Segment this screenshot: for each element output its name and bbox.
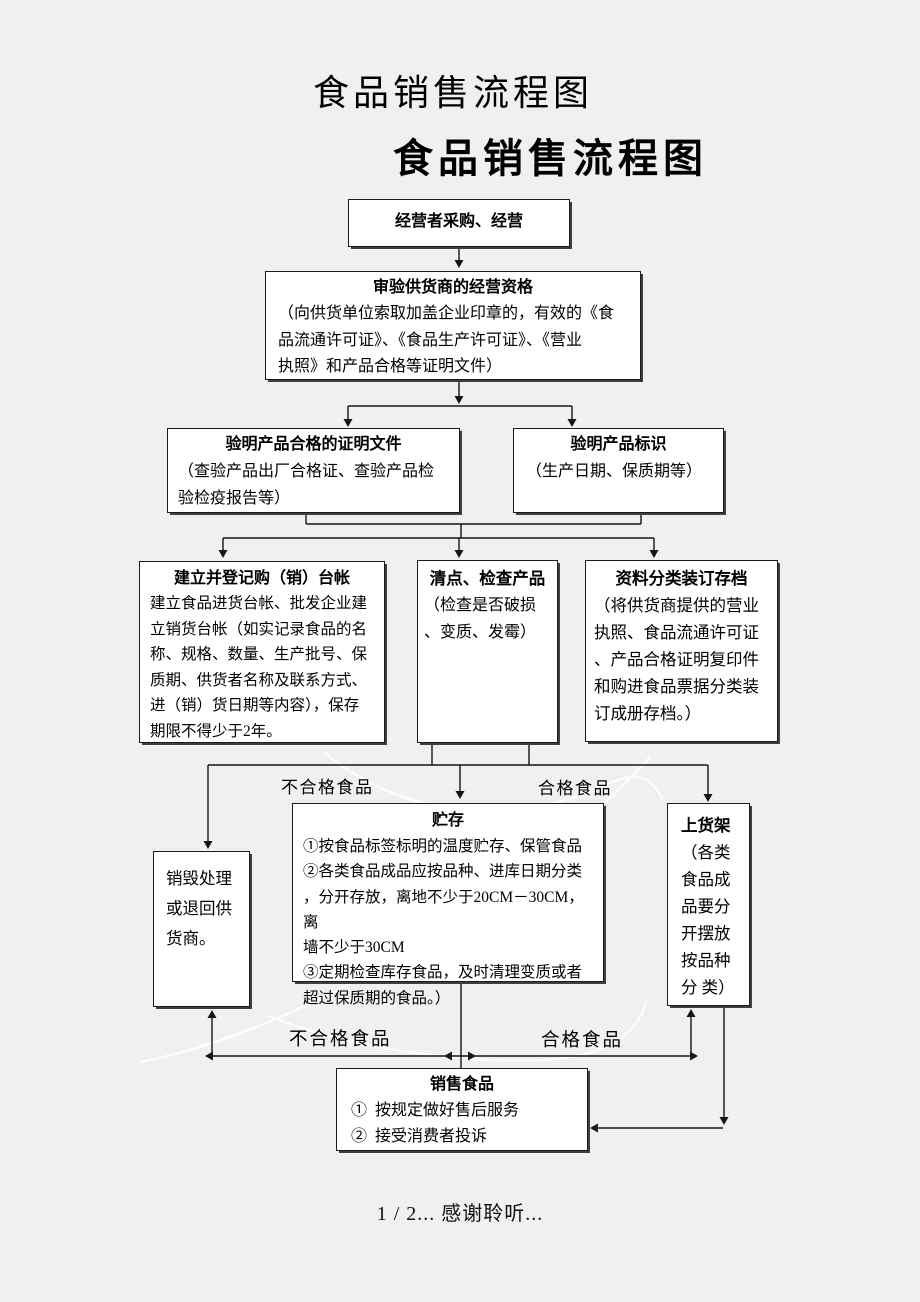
flow-node-archive: 资料分类装订存档 （将供货商提供的营业 执照、食品流通许可证 、产品合格证明复印… [585, 560, 778, 742]
node-title: 验明产品标识 [570, 436, 667, 453]
page-footer: 1 / 2... 感谢聆听... [376, 1203, 544, 1225]
node-line: （查验产品出厂合格证、查验产品检 [178, 463, 435, 480]
node-title: 建立并登记购（销）台帐 [173, 570, 350, 587]
node-line: 按品种 [681, 951, 731, 970]
node-line: 或退回供 [166, 899, 232, 918]
node-title: 清点、检查产品 [429, 569, 546, 588]
node-line: 期限不得少于2年。 [150, 722, 282, 740]
node-line: 食品成 [681, 870, 731, 889]
node-line: 立销货台帐（如实记录食品的名 [150, 620, 368, 638]
node-line: ① 按规定做好售后服务 [351, 1102, 520, 1119]
node-line: 超过保质期的食品。） [303, 989, 451, 1007]
node-line: ，分开存放，离地不少于20CM－30CM，离 [303, 888, 584, 931]
page-title-light: 食品销售流程图 [313, 73, 594, 113]
rail-qualification-top [207, 743, 709, 842]
node-title: 审验供货商的经营资格 [372, 279, 533, 296]
node-line: ② 接受消费者投诉 [351, 1128, 488, 1145]
tree-verify-to-row3 [222, 513, 655, 551]
node-line: 墙不少于30CM [303, 939, 405, 957]
node-title: 验明产品合格的证明文件 [225, 436, 402, 453]
flow-node-inspect: 清点、检查产品 （检查是否破损 、变质、发霉） [417, 560, 558, 743]
arrow-shelf-to-sale [597, 1006, 725, 1129]
node-line: （将供货商提供的营业 [594, 596, 759, 615]
node-line: 执照、食品流通许可证 [594, 623, 759, 642]
node-line: 称、规格、数量、生产批号、保 [150, 646, 368, 663]
node-line: ①按食品标签标明的温度贮存、保管食品 [303, 838, 583, 855]
flow-node-storage: 贮存 ①按食品标签标明的温度贮存、保管食品 ②各类食品成品应按品种、进库日期分类… [292, 803, 604, 1007]
node-line: 分 类） [681, 978, 735, 997]
flow-node-destroy: 销毁处理 或退回供 货商。 [153, 851, 250, 1007]
flow-node-verify-supplier: 审验供货商的经营资格 （向供货单位索取加盖企业印章的，有效的《食 品流通许可证》… [265, 271, 641, 380]
node-line: 、变质、发霉） [424, 624, 537, 641]
node-line: 执照》和产品合格等证明文件） [278, 358, 503, 375]
label-unqualified-bottom: 不合格食品 [289, 1030, 392, 1050]
node-line: 建立食品进货台帐、批发企业建 [150, 595, 368, 612]
flow-node-verify-label: 验明产品标识 （生产日期、保质期等） [513, 428, 724, 513]
node-title: 销售食品 [429, 1076, 494, 1093]
node-line: （检查是否破损 [424, 597, 537, 614]
node-line: 进（销）货日期等内容），保存 [150, 697, 360, 714]
node-line: 品要分 [681, 897, 731, 916]
label-unqualified-top: 不合格食品 [281, 778, 374, 797]
node-title: 经营者采购、经营 [394, 213, 523, 230]
node-line: 、产品合格证明复印件 [594, 650, 759, 669]
label-qualified-bottom: 合格食品 [541, 1031, 624, 1051]
node-line: 开摆放 [681, 924, 731, 943]
flow-node-sale: 销售食品 ① 按规定做好售后服务 ② 接受消费者投诉 [336, 1068, 588, 1151]
flow-node-verify-cert: 验明产品合格的证明文件 （查验产品出厂合格证、查验产品检 验检疫报告等） [167, 428, 460, 513]
node-line: 验检疫报告等） [178, 490, 291, 507]
node-line: （生产日期、保质期等） [526, 463, 703, 480]
flow-node-ledger: 建立并登记购（销）台帐 建立食品进货台帐、批发企业建 立销货台帐（如实记录食品的… [139, 561, 385, 743]
flow-node-purchase: 经营者采购、经营 [348, 199, 570, 247]
node-title: 资料分类装订存档 [615, 569, 748, 588]
arrowheads [203, 260, 729, 1133]
label-qualified-top: 合格食品 [538, 779, 612, 798]
node-line: 和购进食品票据分类装 [594, 677, 759, 696]
node-line: 订成册存档。） [594, 704, 702, 723]
page-title-bold: 食品销售流程图 [393, 136, 708, 181]
node-title: 贮存 [431, 812, 464, 829]
flow-node-shelf: 上货架 （各类 食品成 品要分 开摆放 按品种 分 类） [667, 803, 750, 1006]
node-line: （向供货单位索取加盖企业印章的，有效的《食 [278, 305, 615, 322]
node-line: 销毁处理 [166, 869, 232, 888]
node-line: 货商。 [166, 929, 216, 948]
node-title: 上货架 [681, 816, 731, 835]
node-line: ③定期检查库存食品，及时清理变质或者 [303, 964, 583, 982]
node-line: ②各类食品成品应按品种、进库日期分类 [303, 863, 583, 881]
node-line: （各类 [681, 843, 731, 862]
node-line: 质期、供货者名称及联系方式、 [150, 671, 368, 689]
node-line: 品流通许可证》、《食品生产许可证》、《营业 [278, 331, 583, 349]
tree-supplier-to-verify [347, 380, 573, 420]
